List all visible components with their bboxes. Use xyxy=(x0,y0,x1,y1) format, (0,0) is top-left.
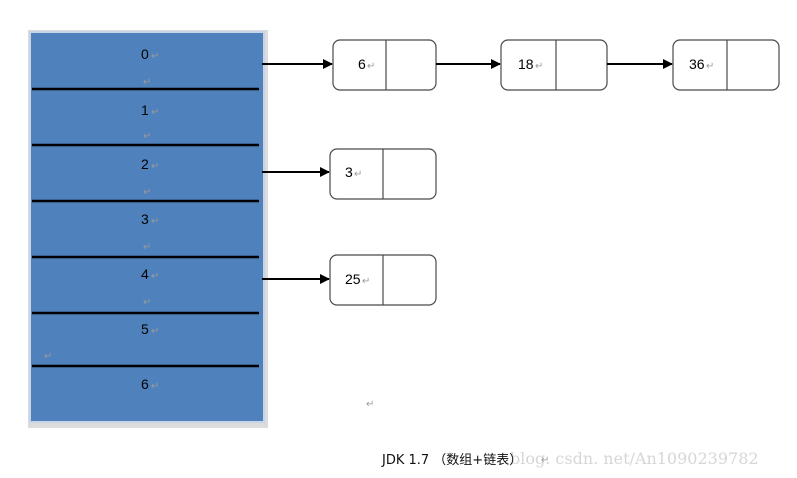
linked-list-node: 36 ↵ xyxy=(672,39,780,91)
paragraph-mark: ↵ xyxy=(151,381,159,392)
bucket-array-background xyxy=(29,31,265,423)
linked-list-node: 25 ↵ xyxy=(329,254,437,306)
node-box xyxy=(500,39,608,91)
paragraph-mark: ↵ xyxy=(354,169,362,180)
node-box xyxy=(672,39,780,91)
linked-list-node: 3 ↵ xyxy=(329,148,437,200)
diagram-caption: JDK 1.7 （数组+链表） xyxy=(381,453,522,468)
paragraph-mark: ↵ xyxy=(151,326,159,337)
paragraph-mark: ↵ xyxy=(362,276,370,287)
bucket-index-label: 2 xyxy=(141,156,149,172)
paragraph-mark: ↵ xyxy=(143,77,151,88)
chain-bucket-4: 25 ↵ xyxy=(262,254,437,306)
paragraph-mark: ↵ xyxy=(143,131,151,142)
chain-bucket-0: 6 ↵ 18 ↵ 36 ↵ xyxy=(262,39,780,91)
bucket-array: 0 1 2 3 4 5 6 ↵ ↵ ↵ ↵ ↵ ↵ ↵ ↵ ↵ ↵ ↵ ↵ ↵ xyxy=(28,30,268,428)
bucket-index-label: 1 xyxy=(141,102,149,118)
paragraph-mark: ↵ xyxy=(367,61,375,72)
bucket-index-label: 0 xyxy=(141,46,149,62)
paragraph-mark: ↵ xyxy=(151,107,159,118)
paragraph-mark: ↵ xyxy=(143,242,151,253)
paragraph-mark: ↵ xyxy=(151,271,159,282)
watermark-text: blog. csdn. net/An1090239782 xyxy=(510,449,759,468)
paragraph-mark: ↵ xyxy=(143,297,151,308)
paragraph-mark: ↵ xyxy=(151,216,159,227)
chain-bucket-2: 3 ↵ xyxy=(262,148,437,200)
paragraph-mark: ↵ xyxy=(151,161,159,172)
node-value: 25 xyxy=(345,271,361,287)
paragraph-mark: ↵ xyxy=(535,61,543,72)
bucket-index-label: 3 xyxy=(141,211,149,227)
linked-list-node: 18 ↵ xyxy=(500,39,608,91)
paragraph-mark: ↵ xyxy=(151,51,159,62)
linked-list-node: 6 ↵ xyxy=(332,39,437,91)
paragraph-mark: ↵ xyxy=(44,351,52,362)
paragraph-mark: ↵ xyxy=(706,61,714,72)
node-value: 6 xyxy=(358,56,366,72)
node-box xyxy=(332,39,437,91)
node-value: 36 xyxy=(689,56,705,72)
paragraph-mark: ↵ xyxy=(541,455,549,466)
paragraph-mark: ↵ xyxy=(143,187,151,198)
bucket-index-label: 6 xyxy=(141,376,149,392)
node-value: 3 xyxy=(345,164,353,180)
node-value: 18 xyxy=(518,56,534,72)
paragraph-mark: ↵ xyxy=(366,399,374,410)
bucket-index-label: 4 xyxy=(141,266,149,282)
bucket-index-label: 5 xyxy=(141,321,149,337)
